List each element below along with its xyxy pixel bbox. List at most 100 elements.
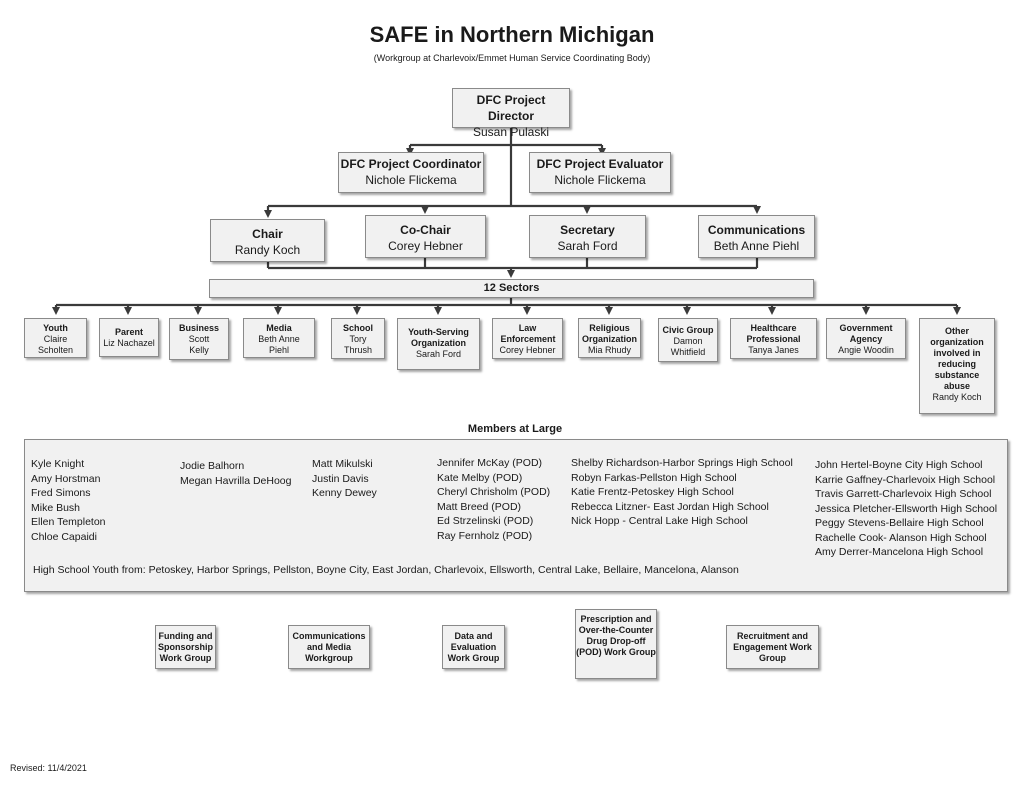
officer-co-chair-box: Co-Chair Corey Hebner xyxy=(365,215,486,258)
sector-role: Parent xyxy=(114,327,143,337)
officer-name: Beth Anne Piehl xyxy=(713,239,800,253)
officer-role: Secretary xyxy=(560,223,615,237)
members-column-1: Kyle Knight Amy Horstman Fred Simons Mik… xyxy=(31,457,106,544)
sector-government-box: Government Agency Angie Woodin xyxy=(826,318,906,359)
sectors-bar: 12 Sectors xyxy=(209,279,814,298)
sector-religious-box: Religious Organization Mia Rhudy xyxy=(578,318,641,358)
member-name: Fred Simons xyxy=(31,487,91,499)
member-name: Shelby Richardson-Harbor Springs High Sc… xyxy=(571,457,793,469)
sector-school-box: School Tory Thrush xyxy=(331,318,385,359)
sector-name: Beth Anne Piehl xyxy=(258,334,300,355)
sector-parent-box: Parent Liz Nachazel xyxy=(99,318,159,357)
coordinator-role: DFC Project Coordinator xyxy=(340,157,482,171)
member-name: Cheryl Chrisholm (POD) xyxy=(437,486,551,498)
sector-healthcare-box: Healthcare Professional Tanya Janes xyxy=(730,318,817,359)
sector-role: Religious Organization xyxy=(581,323,637,344)
sector-role: Youth xyxy=(43,323,68,333)
member-name: Kenny Dewey xyxy=(312,487,377,499)
member-name: Jessica Pletcher-Ellsworth High School xyxy=(815,502,998,515)
member-name: Amy Derrer-Mancelona High School xyxy=(815,546,984,558)
sector-role: Business xyxy=(178,323,220,333)
member-name: Peggy Stevens-Bellaire High School xyxy=(815,517,984,529)
sector-name: Liz Nachazel xyxy=(103,338,155,348)
sector-name: Angie Woodin xyxy=(838,345,894,355)
sector-name: Damon Whitfield xyxy=(670,336,706,357)
officer-name: Sarah Ford xyxy=(557,239,618,253)
sector-youth-serving-box: Youth-Serving Organization Sarah Ford xyxy=(397,318,480,370)
sector-name: Corey Hebner xyxy=(499,345,556,355)
sector-law-enforcement-box: Law Enforcement Corey Hebner xyxy=(492,318,563,359)
member-name: John Hertel-Boyne City High School xyxy=(815,459,983,471)
member-name: Chloe Capaidi xyxy=(31,530,97,543)
sector-media-box: Media Beth Anne Piehl xyxy=(243,318,315,358)
member-name: Travis Garrett-Charlevoix High School xyxy=(815,488,992,500)
member-name: Jennifer McKay (POD) xyxy=(437,457,543,469)
director-role: DFC Project Director xyxy=(476,93,546,123)
sector-name: Scott Kelly xyxy=(188,334,210,355)
workgroup-funding-box: Funding and Sponsorship Work Group xyxy=(155,625,216,669)
members-column-5: Shelby Richardson-Harbor Springs High Sc… xyxy=(571,456,793,529)
sector-name: Tory Thrush xyxy=(343,334,372,355)
member-name: Ellen Templeton xyxy=(31,516,106,528)
members-column-3: Matt Mikulski Justin Davis Kenny Dewey xyxy=(312,457,377,501)
sector-name: Mia Rhudy xyxy=(587,345,632,355)
sector-role: Youth-Serving Organization xyxy=(408,327,469,348)
page-title: SAFE in Northern Michigan xyxy=(369,22,655,47)
member-name: Robyn Farkas-Pellston High School xyxy=(571,471,737,484)
members-column-6: John Hertel-Boyne City High School Karri… xyxy=(815,458,997,560)
sector-name: Claire Scholten xyxy=(37,334,74,355)
member-name: Justin Davis xyxy=(312,472,369,485)
members-at-large-panel: Kyle Knight Amy Horstman Fred Simons Mik… xyxy=(24,439,1008,592)
sector-role: Civic Group xyxy=(662,325,714,335)
sector-role: Media xyxy=(266,323,292,333)
revised-date: Revised: 11/4/2021 xyxy=(10,763,87,773)
coordinator-name: Nichole Flickema xyxy=(365,173,457,187)
sector-business-box: Business Scott Kelly xyxy=(169,318,229,360)
workgroup-data-box: Data and Evaluation Work Group xyxy=(442,625,505,669)
member-name: Katie Frentz-Petoskey High School xyxy=(571,486,734,498)
officer-secretary-box: Secretary Sarah Ford xyxy=(529,215,646,258)
officer-communications-box: Communications Beth Anne Piehl xyxy=(698,215,815,258)
member-name: Jodie Balhorn xyxy=(180,460,245,472)
member-name: Kate Melby (POD) xyxy=(437,471,523,484)
member-name: Rebecca Litzner- East Jordan High School xyxy=(571,500,769,513)
member-name: Matt Mikulski xyxy=(312,458,373,470)
member-name: Amy Horstman xyxy=(31,472,101,485)
members-at-large-title: Members at Large xyxy=(467,423,563,435)
sector-other-box: Other organization involved in reducing … xyxy=(919,318,995,414)
member-name: Nick Hopp - Central Lake High School xyxy=(571,515,748,527)
member-name: Kyle Knight xyxy=(31,458,85,470)
sector-name: Randy Koch xyxy=(932,392,982,402)
page-subtitle: (Workgroup at Charlevoix/Emmet Human Ser… xyxy=(373,53,651,63)
workgroup-communications-box: Communications and Media Workgroup xyxy=(288,625,370,669)
members-column-4: Jennifer McKay (POD) Kate Melby (POD) Ch… xyxy=(437,456,550,543)
member-name: Rachelle Cook- Alanson High School xyxy=(815,531,987,544)
member-name: Matt Breed (POD) xyxy=(437,500,522,513)
sector-name: Tanya Janes xyxy=(748,345,799,355)
evaluator-box: DFC Project Evaluator Nichole Flickema xyxy=(529,152,671,193)
officer-name: Randy Koch xyxy=(234,243,301,257)
evaluator-name: Nichole Flickema xyxy=(554,173,646,187)
member-name: Mike Bush xyxy=(31,501,81,514)
sector-youth-box: Youth Claire Scholten xyxy=(24,318,87,358)
officer-role: Communications xyxy=(707,223,806,237)
officer-role: Co-Chair xyxy=(400,223,451,237)
sector-role: Government Agency xyxy=(839,323,893,344)
high-school-youth-line: High School Youth from: Petoskey, Harbor… xyxy=(33,564,739,576)
director-name: Susan Pulaski xyxy=(472,125,550,139)
sector-role: Law Enforcement xyxy=(500,323,556,344)
sector-role: School xyxy=(342,323,373,333)
sector-civic-box: Civic Group Damon Whitfield xyxy=(658,318,718,362)
members-column-2: Jodie Balhorn Megan Havrilla DeHoog xyxy=(180,459,291,488)
member-name: Karrie Gaffney-Charlevoix High School xyxy=(815,473,996,486)
sector-name: Sarah Ford xyxy=(415,349,462,359)
member-name: Ed Strzelinski (POD) xyxy=(437,515,534,527)
coordinator-box: DFC Project Coordinator Nichole Flickema xyxy=(338,152,484,193)
officer-chair-box: Chair Randy Koch xyxy=(210,219,325,262)
sector-role: Healthcare Professional xyxy=(746,323,801,344)
officer-role: Chair xyxy=(252,227,283,241)
member-name: Ray Fernholz (POD) xyxy=(437,529,533,542)
workgroup-recruitment-box: Recruitment and Engagement Work Group xyxy=(726,625,819,669)
evaluator-role: DFC Project Evaluator xyxy=(536,157,664,171)
